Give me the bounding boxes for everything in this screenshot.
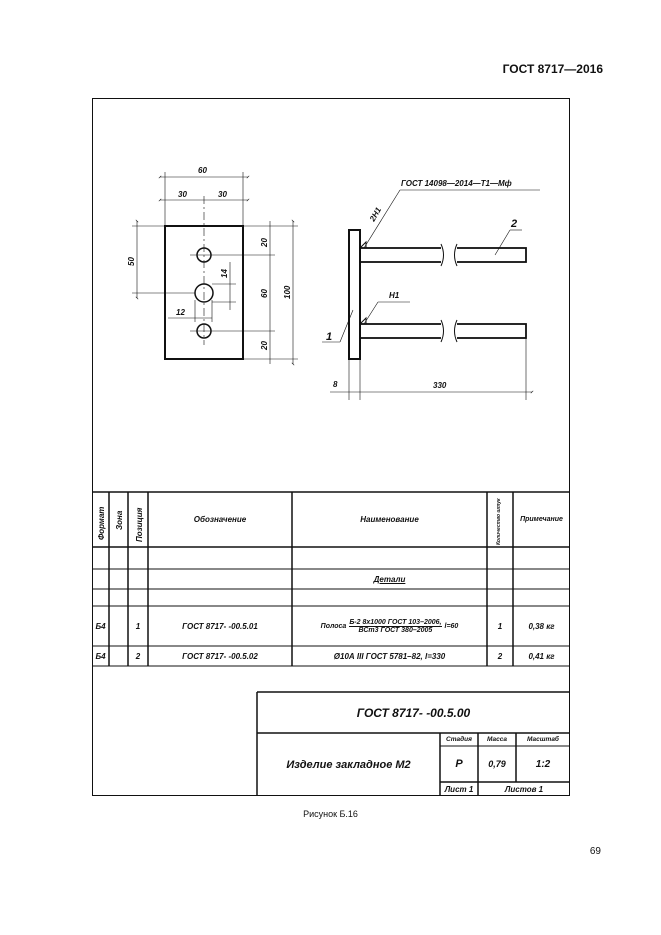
dim-50: 50 (127, 257, 136, 266)
plate-front-view (164, 225, 244, 360)
weld-label-h1: Н1 (389, 291, 400, 300)
dim-30-left: 30 (178, 190, 187, 199)
header-qty: Количество штук (496, 498, 502, 545)
row1-name: Полоса Б-2 8х1000 ГОСТ 103–2006, ВСт3 ГО… (292, 606, 487, 646)
drawing-frame (92, 98, 570, 796)
header-note: Примечание (520, 516, 563, 523)
row2-format: Б4 (95, 651, 106, 661)
label-stage: Стадия (446, 736, 472, 743)
position-1: 1 (326, 331, 332, 343)
dim-60-top: 60 (198, 166, 207, 175)
header-zone: Зона (115, 510, 124, 530)
label-mass: Масса (487, 736, 507, 743)
sheet: Лист 1 (444, 784, 474, 794)
title-product-name: Изделие закладное М2 (286, 758, 411, 771)
dim-60-mid: 60 (260, 289, 269, 298)
header-designation: Обозначение (193, 515, 247, 524)
title-block-lines (256, 691, 570, 796)
sheets-total: Листов 1 (504, 784, 544, 794)
section-details: Детали (373, 574, 406, 584)
spec-table-lines (92, 491, 570, 667)
value-scale: 1:2 (535, 758, 551, 770)
dim-20-bottom: 20 (260, 341, 269, 351)
dim-100: 100 (283, 285, 292, 299)
figure-caption: Рисунок Б.16 (303, 809, 358, 819)
row1-name-prefix: Полоса (320, 622, 347, 630)
row1-designation: ГОСТ 8717- -00.5.01 (182, 621, 258, 631)
header-name: Наименование (360, 515, 419, 524)
row2-qty: 2 (497, 651, 503, 661)
title-doc-code: ГОСТ 8717- -00.5.00 (356, 705, 471, 720)
position-2: 2 (510, 218, 517, 230)
dim-14: 14 (220, 269, 229, 278)
dim-330: 330 (433, 381, 447, 390)
dim-8: 8 (333, 380, 338, 389)
plate-side-view (348, 229, 361, 360)
row1-qty: 1 (497, 621, 503, 631)
value-stage: Р (455, 758, 463, 770)
row2-name: Ø10А III ГОСТ 5781–82, l=330 (333, 651, 446, 661)
row2-designation: ГОСТ 8717- -00.5.02 (182, 651, 258, 661)
header-position: Позиция (135, 507, 144, 542)
row2-note: 0,41 кг (528, 651, 555, 661)
dim-20-top: 20 (260, 238, 269, 248)
document-header: ГОСТ 8717—2016 (502, 62, 603, 76)
row1-position: 1 (135, 621, 141, 631)
header-format: Формат (97, 507, 106, 540)
weld-note: ГОСТ 14098—2014—Т1—Мф (401, 179, 512, 188)
row2-position: 2 (135, 651, 141, 661)
row1-name-bottom: ВСт3 ГОСТ 380–2005 (358, 626, 433, 634)
dim-30-right: 30 (218, 190, 227, 199)
dim-12: 12 (176, 308, 185, 317)
row1-name-suffix: l=60 (444, 622, 459, 630)
row1-format: Б4 (95, 621, 106, 631)
label-scale: Масштаб (527, 736, 559, 743)
row1-note: 0,38 кг (528, 621, 555, 631)
page-number: 69 (589, 846, 601, 857)
row1-name-top: Б-2 8х1000 ГОСТ 103–2006, (349, 618, 442, 627)
value-mass: 0,79 (488, 759, 506, 769)
